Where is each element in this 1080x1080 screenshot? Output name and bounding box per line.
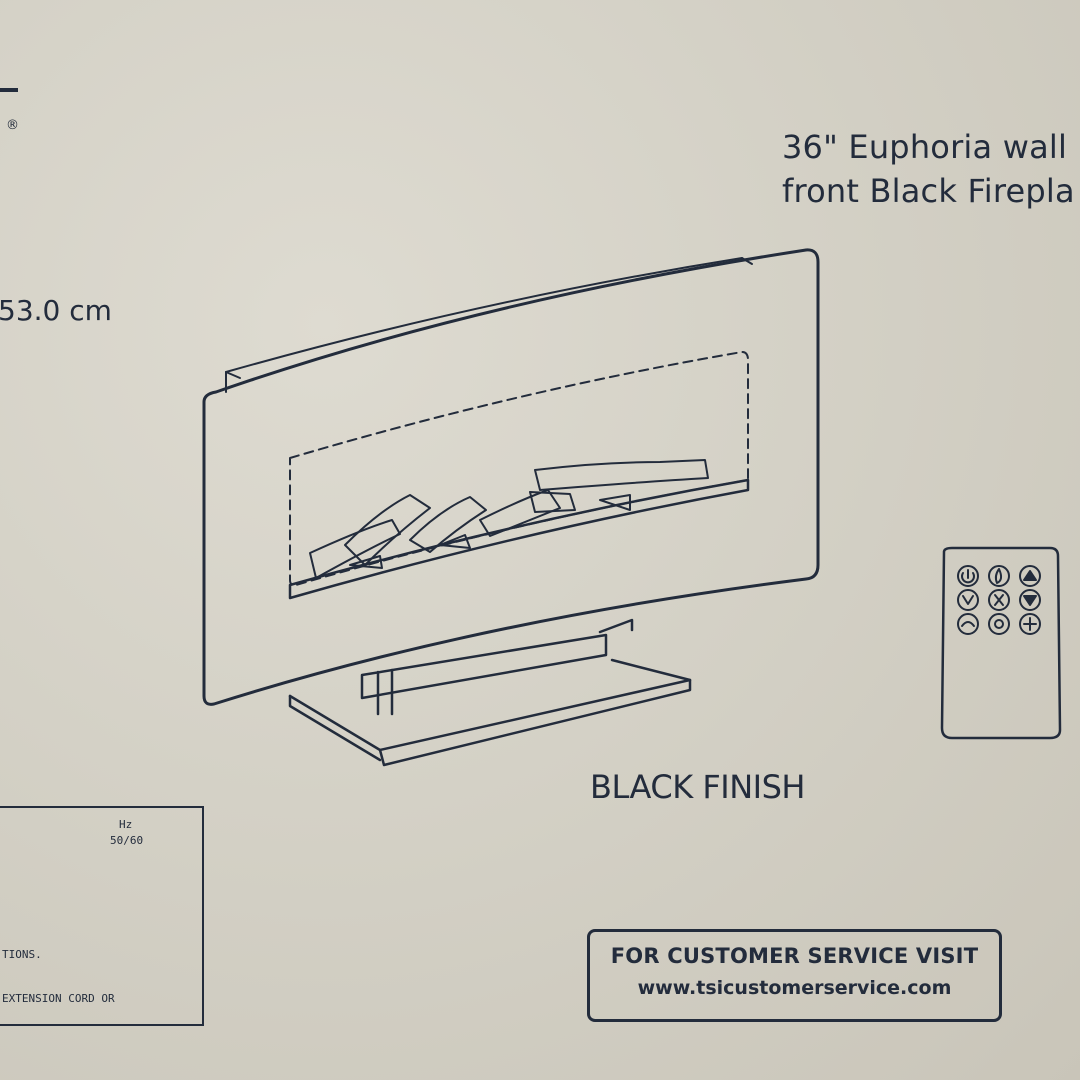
up-arrow-icon <box>1019 565 1041 587</box>
heater-icon <box>957 589 979 611</box>
product-dimension: 53.0 cm <box>0 294 112 327</box>
fireplace-front-frame <box>202 248 820 706</box>
log-tray <box>288 478 750 600</box>
fireplace-stand <box>288 618 692 767</box>
logo-fragment <box>0 88 18 92</box>
thermostat-icon <box>957 613 979 635</box>
fireplace-back-body <box>225 257 753 393</box>
fireplace-window <box>289 351 749 587</box>
hz-label: Hz <box>119 818 133 831</box>
remote-buttons <box>957 565 1041 635</box>
registered-mark: ® <box>6 118 19 133</box>
warning-text-1: TIONS. <box>2 948 42 961</box>
product-title-line-1: 36" Euphoria wall <box>782 128 1068 166</box>
warning-text-2: EXTENSION CORD OR <box>2 992 115 1005</box>
electrical-spec-box: Hz 50/60 TIONS. EXTENSION CORD OR <box>0 806 204 1026</box>
light-icon <box>988 613 1010 635</box>
product-title-line-2: front Black Firepla <box>782 172 1075 210</box>
customer-service-box: FOR CUSTOMER SERVICE VISIT www.tsicustom… <box>587 929 1002 1022</box>
eco-icon <box>1019 613 1041 635</box>
flame-icon <box>988 565 1010 587</box>
power-icon <box>957 565 979 587</box>
remote-control <box>940 546 1062 740</box>
customer-service-url: www.tsicustomerservice.com <box>637 977 952 999</box>
finish-label: BLACK FINISH <box>590 768 805 806</box>
timer-icon <box>988 589 1010 611</box>
logs <box>309 459 709 579</box>
down-arrow-icon <box>1019 589 1041 611</box>
hz-value: 50/60 <box>110 834 144 847</box>
customer-service-heading: FOR CUSTOMER SERVICE VISIT <box>610 944 979 968</box>
